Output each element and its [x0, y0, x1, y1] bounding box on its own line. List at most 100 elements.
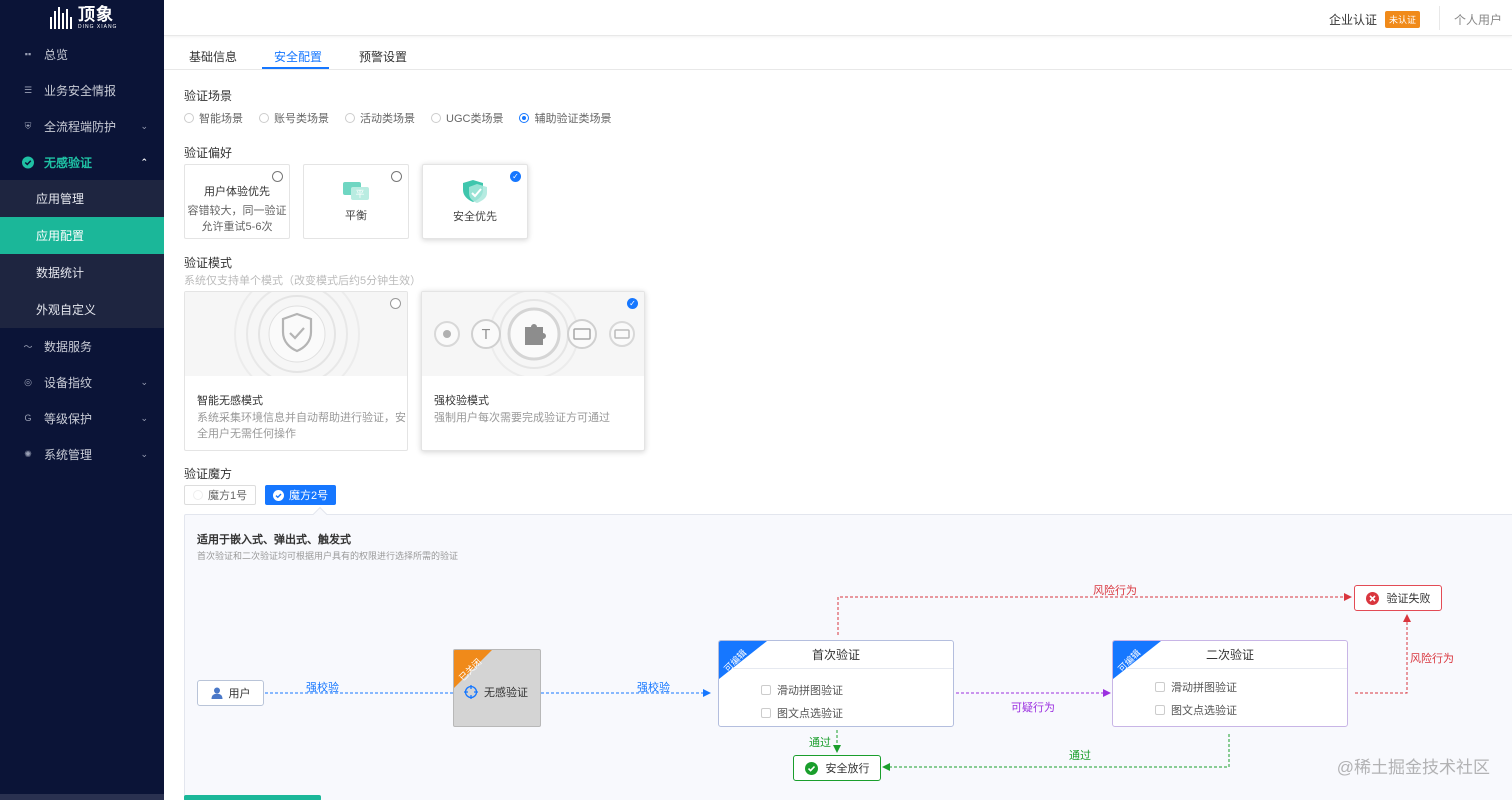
sidebar-item-intel[interactable]: ☰ 业务安全情报 — [0, 72, 164, 108]
tab-alert-settings[interactable]: 预警设置 — [359, 50, 408, 64]
chevron-down-icon: ⌄ — [140, 448, 148, 459]
tab-security-config[interactable]: 安全配置 — [274, 50, 323, 64]
sidebar-scrollbar[interactable] — [0, 794, 164, 800]
sidebar-item-overview[interactable]: ▪▪ 总览 — [0, 36, 164, 72]
dashboard-icon: ▪▪ — [24, 49, 32, 59]
watermark: @稀土掘金技术社区 — [1336, 758, 1490, 777]
pref-card-balance[interactable]: 平 平衡 — [303, 164, 409, 239]
option-text-click[interactable]: 图文点选验证 — [1155, 702, 1347, 717]
mode-card-desc: 系统采集环境信息并自动帮助进行验证，安全用户无需任何操作 — [197, 412, 406, 440]
checkbox-icon — [1155, 704, 1165, 715]
radio-icon — [193, 490, 203, 500]
flow-node-first-verify[interactable]: 可编辑 首次验证 滑动拼图验证 图文点选验证 — [718, 640, 954, 727]
logo[interactable]: 顶象 DING XIANG — [0, 0, 164, 36]
flow-node-silent[interactable]: 已关闭 无感验证 — [453, 649, 541, 727]
mode-card-title: 强校验模式 — [434, 395, 489, 407]
sidebar: 顶象 DING XIANG ▪▪ 总览 ☰ 业务安全情报 ⛨ 全流程端防护 ⌄ … — [0, 0, 164, 800]
scenario-option-account[interactable]: 账号类场景 — [259, 110, 329, 126]
mode-hint: 系统仅支持单个模式（改变模式后约5分钟生效） — [184, 275, 422, 287]
chart-icon: 〜 — [23, 341, 33, 352]
sidebar-item-label: 等级保护 — [44, 411, 93, 426]
flow-node-title: 二次验证 — [1113, 641, 1347, 669]
cube-option-1[interactable]: 魔方1号 — [184, 485, 257, 505]
flow-node-label: 验证失败 — [1386, 593, 1431, 605]
intel-icon: ☰ — [23, 84, 33, 95]
flow-node-label: 安全放行 — [825, 763, 870, 775]
sidebar-item-label: 业务安全情报 — [44, 83, 117, 98]
flow-label-risk-top: 风险行为 — [1093, 585, 1137, 597]
sidebar-item-fingerprint[interactable]: ◎ 设备指纹 ⌄ — [0, 364, 164, 400]
sidebar-item-label: 设备指纹 — [44, 375, 93, 390]
mode-card-desc: 强制用户每次需要完成验证方可通过 — [434, 412, 610, 424]
mode-card-strong[interactable]: T ✓ 强校验模式 强制用户每次需要完成验证方可通过 — [421, 291, 645, 451]
sidebar-item-level[interactable]: G 等级保护 ⌄ — [0, 400, 164, 436]
flow-node-label: 无感验证 — [484, 687, 528, 699]
flow-label-pass-1: 通过 — [809, 737, 831, 749]
flow-label-suspicious: 可疑行为 — [1011, 702, 1055, 714]
mode-card-title: 智能无感模式 — [197, 395, 263, 407]
preference-label: 验证偏好 — [184, 146, 233, 160]
error-icon — [1365, 591, 1379, 605]
user-type-link[interactable]: 个人用户 — [1453, 13, 1502, 27]
flow-label-strong-2: 强校验 — [637, 682, 670, 694]
chevron-down-icon: ⌄ — [140, 120, 148, 131]
scenario-option-ugc[interactable]: UGC类场景 — [431, 110, 503, 126]
pref-card-desc: 允许重试5-6次 — [201, 221, 273, 233]
option-slide-puzzle[interactable]: 滑动拼图验证 — [1155, 679, 1347, 694]
tab-active-indicator — [262, 67, 329, 69]
success-icon — [804, 761, 818, 775]
save-button-edge[interactable] — [184, 795, 321, 800]
cube-option-label: 魔方1号 — [208, 490, 248, 502]
chevron-down-icon: ⌄ — [140, 412, 148, 423]
submenu-item-appearance[interactable]: 外观自定义 — [36, 303, 97, 317]
check-circle-icon — [273, 489, 284, 501]
flow-node-user: 用户 — [197, 680, 264, 706]
tab-basic-info[interactable]: 基础信息 — [189, 50, 238, 64]
settings-icon: ✺ — [24, 448, 32, 459]
crosshair-icon — [464, 685, 478, 699]
cube-option-2[interactable]: 魔方2号 — [265, 485, 337, 505]
sidebar-item-data-service[interactable]: 〜 数据服务 — [0, 328, 164, 364]
sidebar-item-system[interactable]: ✺ 系统管理 ⌄ — [0, 436, 164, 472]
submenu-item-app-management[interactable]: 应用管理 — [36, 192, 85, 206]
user-icon — [211, 687, 222, 699]
mode-card-smart[interactable]: 智能无感模式 系统采集环境信息并自动帮助进行验证，安全用户无需任何操作 — [184, 291, 408, 451]
brand-sub: DING XIANG — [78, 24, 118, 30]
pref-card-title: 安全优先 — [453, 211, 497, 223]
flow-node-second-verify[interactable]: 可编辑 二次验证 滑动拼图验证 图文点选验证 — [1112, 640, 1348, 727]
cube-option-label: 魔方2号 — [289, 490, 329, 502]
topbar: 企业认证 未认证 个人用户 — [164, 0, 1512, 36]
sidebar-item-label: 系统管理 — [44, 447, 93, 462]
scenario-option-activity[interactable]: 活动类场景 — [345, 110, 415, 126]
balance-icon-text: 平 — [355, 189, 364, 200]
sidebar-item-captcha[interactable]: 无感验证 ⌃ — [0, 144, 164, 180]
scenario-option-smart[interactable]: 智能场景 — [184, 110, 243, 126]
flow-connectors — [265, 593, 1411, 771]
check-icon: ✓ — [510, 171, 521, 182]
mode-illustration — [185, 292, 407, 376]
check-icon: ✓ — [627, 298, 638, 309]
flow-label-strong-1: 强校验 — [306, 682, 339, 694]
radio-icon — [390, 298, 401, 309]
sidebar-item-label: 总览 — [44, 47, 69, 62]
main-content: 验证场景 智能场景 账号类场景 活动类场景 UGC类场景 辅助验证类场景 验证偏… — [164, 70, 1512, 800]
option-slide-puzzle[interactable]: 滑动拼图验证 — [761, 682, 953, 697]
pref-card-experience[interactable]: 用户体验优先 容错较大，同一验证 允许重试5-6次 — [184, 164, 290, 239]
submenu-item-app-config[interactable]: 应用配置 — [0, 217, 164, 254]
shield-icon: ⛨ — [24, 120, 32, 131]
balance-icon: 平 — [304, 179, 408, 203]
checkbox-icon — [761, 684, 771, 695]
submenu-item-statistics[interactable]: 数据统计 — [36, 266, 85, 280]
sidebar-item-endpoint[interactable]: ⛨ 全流程端防护 ⌄ — [0, 108, 164, 144]
flow-node-label: 用户 — [228, 688, 251, 700]
radio-icon — [391, 171, 402, 182]
checkbox-icon — [1155, 681, 1165, 692]
pref-card-security[interactable]: ✓ 安全优先 — [422, 164, 528, 239]
level-icon: G — [24, 413, 32, 423]
enterprise-auth-link[interactable]: 企业认证 — [1328, 13, 1377, 27]
checkbox-icon — [761, 707, 771, 718]
option-text-click[interactable]: 图文点选验证 — [761, 705, 953, 720]
scenario-option-assist[interactable]: 辅助验证类场景 — [519, 110, 611, 126]
flow-node-title: 首次验证 — [719, 641, 953, 669]
logo-icon — [50, 7, 72, 29]
